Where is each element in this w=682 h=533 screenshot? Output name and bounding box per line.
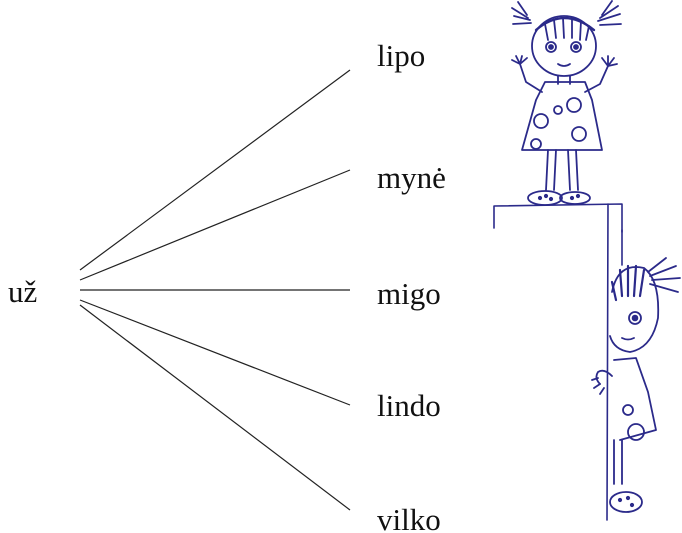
ending-word-5: vilko — [377, 502, 441, 533]
endings-list: lipo mynė migo lindo vilko — [377, 38, 446, 533]
connector-line-2 — [79, 169, 351, 281]
ending-word-4: lindo — [377, 388, 441, 423]
wall-icon — [493, 203, 623, 521]
connector-lines — [79, 69, 351, 511]
girl-peeking-behind-wall-icon — [591, 257, 681, 513]
connector-line-4 — [79, 299, 351, 406]
girl-standing-on-ledge-icon — [511, 0, 622, 206]
connector-line-1 — [79, 69, 351, 271]
ending-word-1: lipo — [377, 38, 425, 73]
connector-line-5 — [79, 304, 351, 511]
root-word: už — [8, 274, 37, 309]
ending-word-2: mynė — [377, 160, 446, 195]
ending-word-3: migo — [377, 276, 441, 311]
